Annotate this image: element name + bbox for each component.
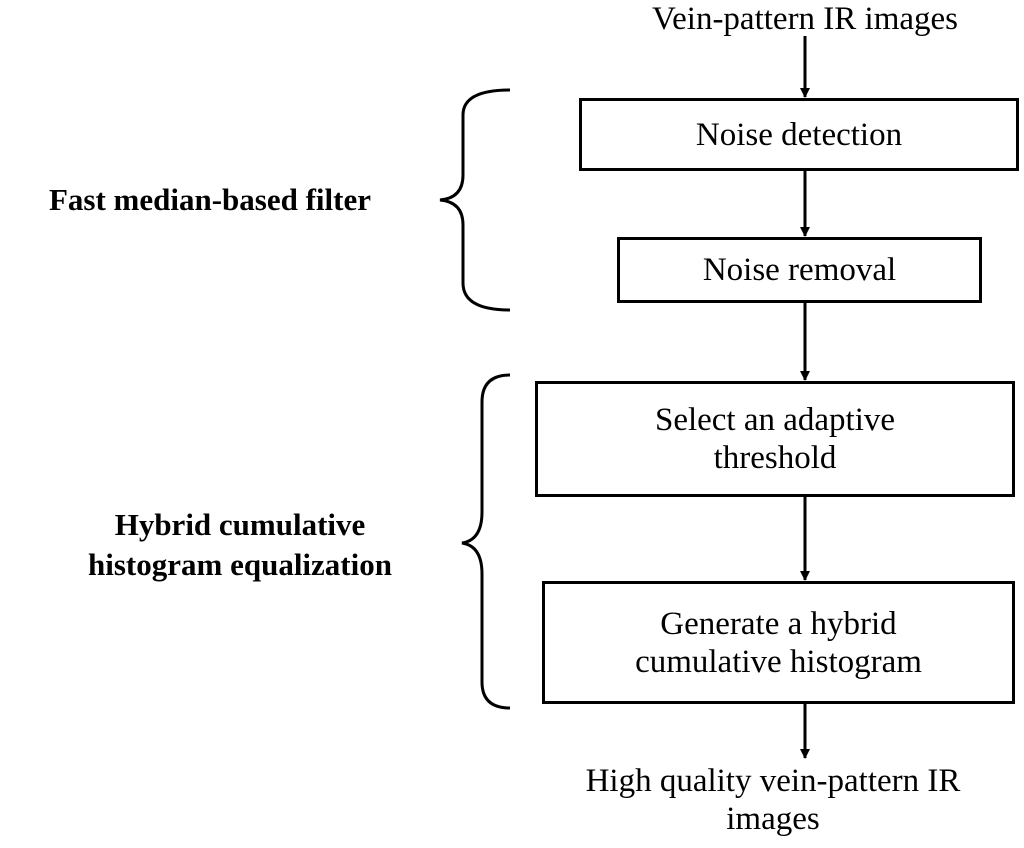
- output-label-line2: images: [726, 801, 820, 837]
- step-adaptive-threshold-box: Select an adaptive threshold: [535, 381, 1015, 497]
- group-label-hybrid-line1: Hybrid cumulative: [114, 507, 366, 542]
- step-adaptive-threshold-line1: Select an adaptive: [654, 402, 896, 438]
- step-noise-detection-box: Noise detection: [579, 98, 1019, 171]
- group-label-hybrid-histogram-equalization: Hybrid cumulative histogram equalization: [0, 505, 480, 585]
- input-label: Vein-pattern IR images: [651, 1, 959, 37]
- output-label: High quality vein-pattern IR images: [523, 762, 1023, 838]
- step-hybrid-histogram-line2: cumulative histogram: [635, 643, 922, 680]
- step-noise-detection-label: Noise detection: [695, 116, 903, 153]
- step-adaptive-threshold-line2: threshold: [713, 440, 837, 476]
- brace-fast-median-filter: [439, 88, 511, 312]
- step-hybrid-histogram-box: Generate a hybrid cumulative histogram: [542, 581, 1015, 704]
- group-label-hybrid-line2: histogram equalization: [88, 547, 392, 582]
- group-label-fast-median-filter: Fast median-based filter: [48, 182, 372, 217]
- step-noise-removal-label: Noise removal: [702, 252, 897, 288]
- step-noise-removal-box: Noise removal: [617, 237, 982, 303]
- output-label-line1: High quality vein-pattern IR: [585, 763, 961, 799]
- step-hybrid-histogram-line1: Generate a hybrid: [660, 605, 897, 642]
- brace-hybrid-histogram-equalization: [461, 373, 511, 710]
